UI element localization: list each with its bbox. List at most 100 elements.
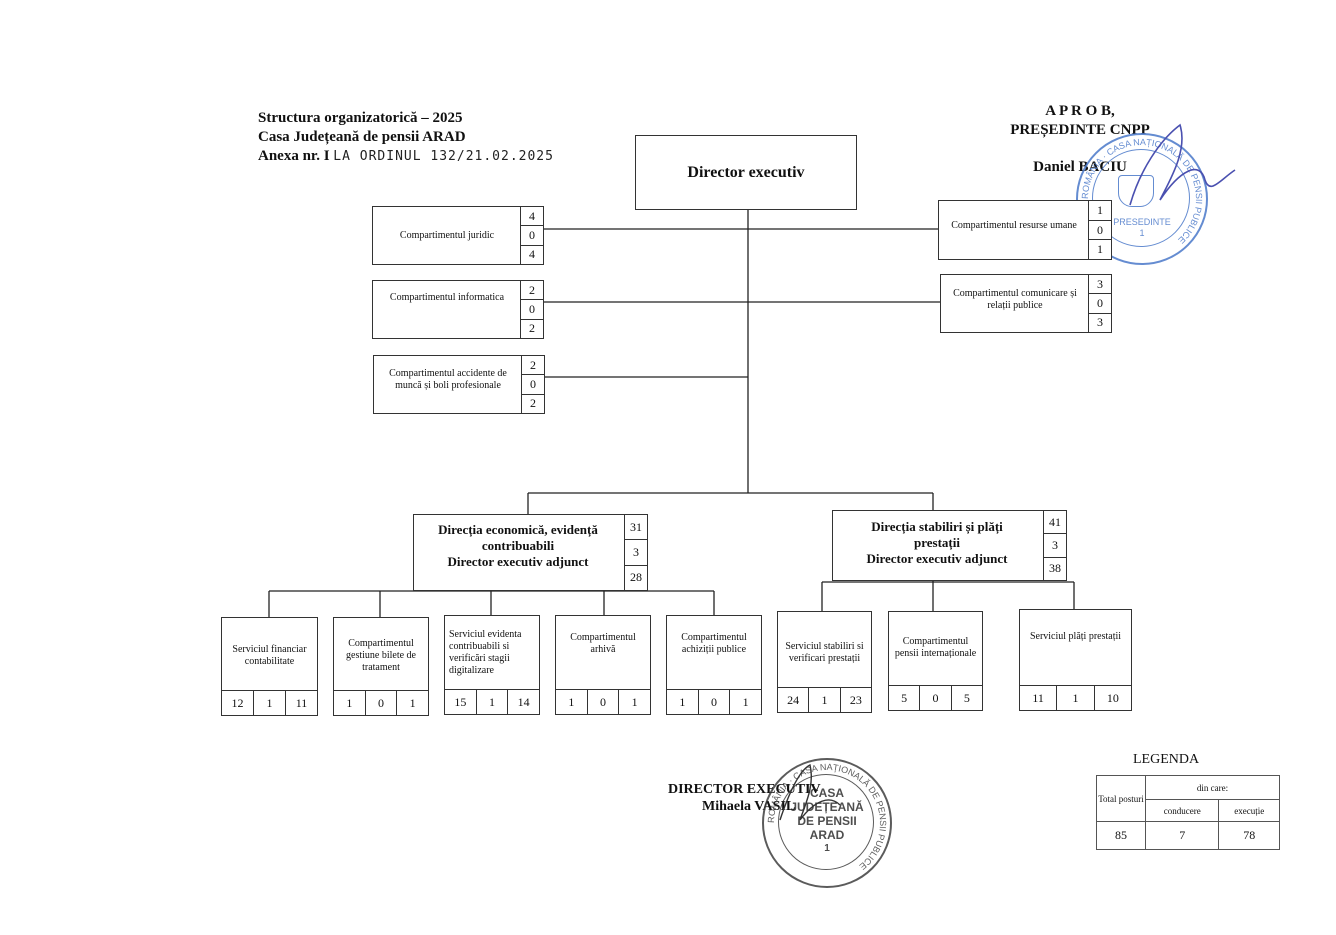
- count-conducere: 0: [919, 686, 950, 710]
- direction-title-line1: Direcția economică, evidență: [438, 521, 598, 537]
- handwritten-order-ref: LA ORDINUL 132/21.02.2025: [333, 149, 554, 164]
- director-label: Director executiv: [687, 164, 805, 181]
- direction-subtitle: Director executiv adjunct: [447, 553, 589, 569]
- direction-title-line1: Direcția stabiliri și plăți: [871, 518, 1003, 534]
- count-conducere: 1: [808, 688, 839, 712]
- count-executie: 1: [618, 690, 650, 714]
- count-executie: 1: [729, 690, 761, 714]
- signature-bottom: [779, 763, 841, 821]
- direction-title-line2: contribuabili: [481, 537, 555, 553]
- document-header: Structura organizatorică – 2025 Casa Jud…: [258, 109, 554, 166]
- count-total: 31: [630, 519, 642, 534]
- direction-label: Direcția economică, evidență contribuabi…: [414, 515, 622, 576]
- count-total: 1: [1097, 202, 1103, 217]
- legend-title: LEGENDA: [1133, 752, 1200, 767]
- direction-stabiliri: Direcția stabiliri și plăți prestații Di…: [832, 510, 1067, 581]
- service-label: Serviciul evidenta contribuabili si veri…: [449, 629, 522, 676]
- count-executie: 38: [1044, 556, 1066, 580]
- unit-label: Compartimentul comunicare și relații pub…: [953, 287, 1077, 311]
- count-executie: 14: [507, 690, 539, 714]
- direction-title-line2: prestații: [914, 534, 960, 550]
- legend-conducere-label: conducere: [1144, 799, 1220, 822]
- service-label: Compartimentul arhivă: [570, 632, 636, 655]
- approval-role: PREȘEDINTE CNPP: [1010, 122, 1150, 138]
- service-counts: 1 0 1: [556, 689, 650, 714]
- unit-counts: 2 0 2: [520, 281, 543, 338]
- legend-executie-value: 78: [1218, 821, 1280, 850]
- unit-counts: 4 0 4: [520, 207, 543, 264]
- count-conducere: 1: [253, 691, 285, 715]
- service-counts: 1 0 1: [334, 690, 428, 715]
- service-stabiliri-prestatii: Serviciul stabiliri si verificari presta…: [777, 611, 872, 713]
- count-total: 1: [679, 694, 686, 709]
- direction-counts: 41 3 38: [1043, 511, 1066, 580]
- count-conducere: 0: [521, 225, 543, 244]
- service-plati-prestatii: Serviciul plăți prestații 11 1 10: [1019, 609, 1132, 711]
- count-conducere: 0: [586, 690, 619, 714]
- count-executie: 2: [522, 393, 544, 413]
- service-label: Compartimentul pensii internaționale: [894, 636, 977, 659]
- count-conducere: 3: [625, 539, 647, 564]
- stamp-center-text: CASA JUDEȚEANĂ DE PENSII ARAD 1: [790, 786, 864, 854]
- legend-executie-label: execuție: [1218, 799, 1280, 822]
- unit-comunicare: Compartimentul comunicare și relații pub…: [940, 274, 1112, 333]
- service-achizitii: Compartimentul achiziții publice 1 0 1: [666, 615, 762, 715]
- count-total: 5: [901, 690, 908, 705]
- header-institution: Casa Județeană de pensii ARAD: [258, 129, 466, 145]
- count-executie: 28: [625, 564, 647, 590]
- count-total: 12: [231, 695, 244, 710]
- count-conducere: 0: [697, 690, 730, 714]
- legend-total-value: 85: [1096, 821, 1146, 850]
- stamp-ring-text: ROMÂNIA · CASA NAȚIONALĂ DE PENSII PUBLI…: [766, 762, 888, 872]
- service-counts: 11 1 10: [1020, 685, 1131, 710]
- service-label: Serviciul plăți prestații: [1029, 631, 1122, 642]
- signature-top: [1129, 123, 1236, 206]
- service-label: Serviciul financiar contabilitate: [232, 643, 307, 667]
- service-evidenta-contribuabili: Serviciul evidenta contribuabili si veri…: [444, 615, 540, 715]
- service-label: Compartimentul achiziții publice: [681, 632, 747, 655]
- unit-counts: 3 0 3: [1088, 275, 1111, 332]
- stamp-center-text: PRESEDINTE: [1113, 217, 1171, 227]
- service-counts: 1 0 1: [667, 689, 761, 714]
- coat-of-arms-icon: [1118, 175, 1154, 207]
- legend-total-label: Total posturi: [1096, 775, 1146, 822]
- count-executie: 1: [396, 691, 428, 715]
- count-executie: 3: [1089, 312, 1111, 332]
- service-financiar: Serviciul financiar contabilitate 12 1 1…: [221, 617, 318, 716]
- stamp-number: 1: [1139, 228, 1145, 238]
- count-conducere: 1: [1056, 686, 1093, 710]
- count-total: 3: [1097, 276, 1103, 291]
- service-counts: 12 1 11: [222, 690, 317, 715]
- legend-table: Total posturi din care: conducere execuț…: [1096, 775, 1280, 850]
- count-total: 4: [529, 208, 535, 223]
- unit-resurse-umane: Compartimentul resurse umane 1 0 1: [938, 200, 1112, 260]
- unit-accidente: Compartimentul accidente de muncă și bol…: [373, 355, 545, 414]
- service-bilete-tratament: Compartimentul gestiune bilete de tratam…: [333, 617, 429, 716]
- unit-label: Compartimentul juridic: [399, 229, 495, 241]
- count-conducere: 0: [1089, 219, 1111, 240]
- count-conducere: 3: [1044, 533, 1066, 556]
- count-total: 2: [529, 282, 535, 297]
- count-executie: 5: [950, 686, 982, 710]
- count-executie: 10: [1093, 686, 1131, 710]
- count-total: 24: [787, 692, 800, 707]
- service-counts: 15 1 14: [445, 689, 539, 714]
- count-executie: 11: [285, 691, 317, 715]
- unit-juridic: Compartimentul juridic 4 0 4: [372, 206, 544, 265]
- direction-subtitle: Director executiv adjunct: [866, 550, 1008, 566]
- unit-counts: 2 0 2: [521, 356, 544, 413]
- count-conducere: 0: [521, 299, 543, 318]
- count-total: 11: [1032, 690, 1044, 705]
- service-arhiva: Compartimentul arhivă 1 0 1: [555, 615, 651, 715]
- count-total: 41: [1049, 514, 1061, 529]
- approval-title: A P R O B,: [1045, 103, 1115, 119]
- legend-din-care: din care:: [1145, 775, 1280, 800]
- institution-stamp: ROMÂNIA · CASA NAȚIONALĂ DE PENSII PUBLI…: [762, 758, 892, 888]
- unit-label: Compartimentul accidente de muncă și bol…: [389, 367, 507, 391]
- count-total: 1: [346, 695, 353, 710]
- direction-economica: Direcția economică, evidență contribuabi…: [413, 514, 648, 591]
- count-total: 15: [454, 694, 467, 709]
- header-annex: Anexa nr. I LA ORDINUL 132/21.02.2025: [258, 148, 554, 164]
- service-label: Serviciul stabiliri si verificari presta…: [785, 641, 864, 664]
